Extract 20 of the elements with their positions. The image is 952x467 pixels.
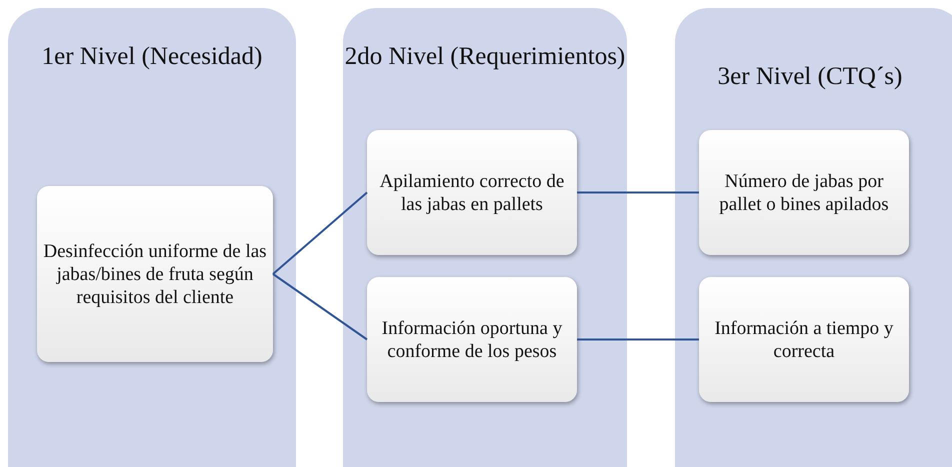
connector-line	[577, 338, 699, 340]
box-text: Número de jabas por pallet o bines apilados	[718, 170, 890, 216]
column-heading: 1er Nivel (Necesidad)	[40, 42, 264, 71]
requirement-box	[367, 130, 577, 255]
box-text: Información oportuna y conforme de los pesos	[380, 316, 564, 362]
connector-line	[577, 192, 699, 194]
level-column	[8, 8, 296, 467]
connector-line	[272, 273, 368, 340]
box-text: Información a tiempo y correcta	[714, 316, 894, 362]
level-column	[343, 8, 627, 467]
requirement-box	[699, 130, 909, 255]
level-column	[675, 8, 952, 467]
connector-line	[272, 192, 368, 275]
column-heading: 3er Nivel (CTQ´s)	[716, 62, 904, 91]
requirement-box	[699, 277, 909, 402]
requirement-box	[37, 186, 273, 362]
box-text: Apilamiento correcto de las jabas en pallets	[378, 170, 566, 216]
box-text: Desinfección uniforme de las jabas/bines de fruta según requisitos del cliente	[42, 240, 268, 308]
requirement-box	[367, 277, 577, 402]
column-heading: 2do Nivel (Requerimientos)	[344, 42, 626, 71]
